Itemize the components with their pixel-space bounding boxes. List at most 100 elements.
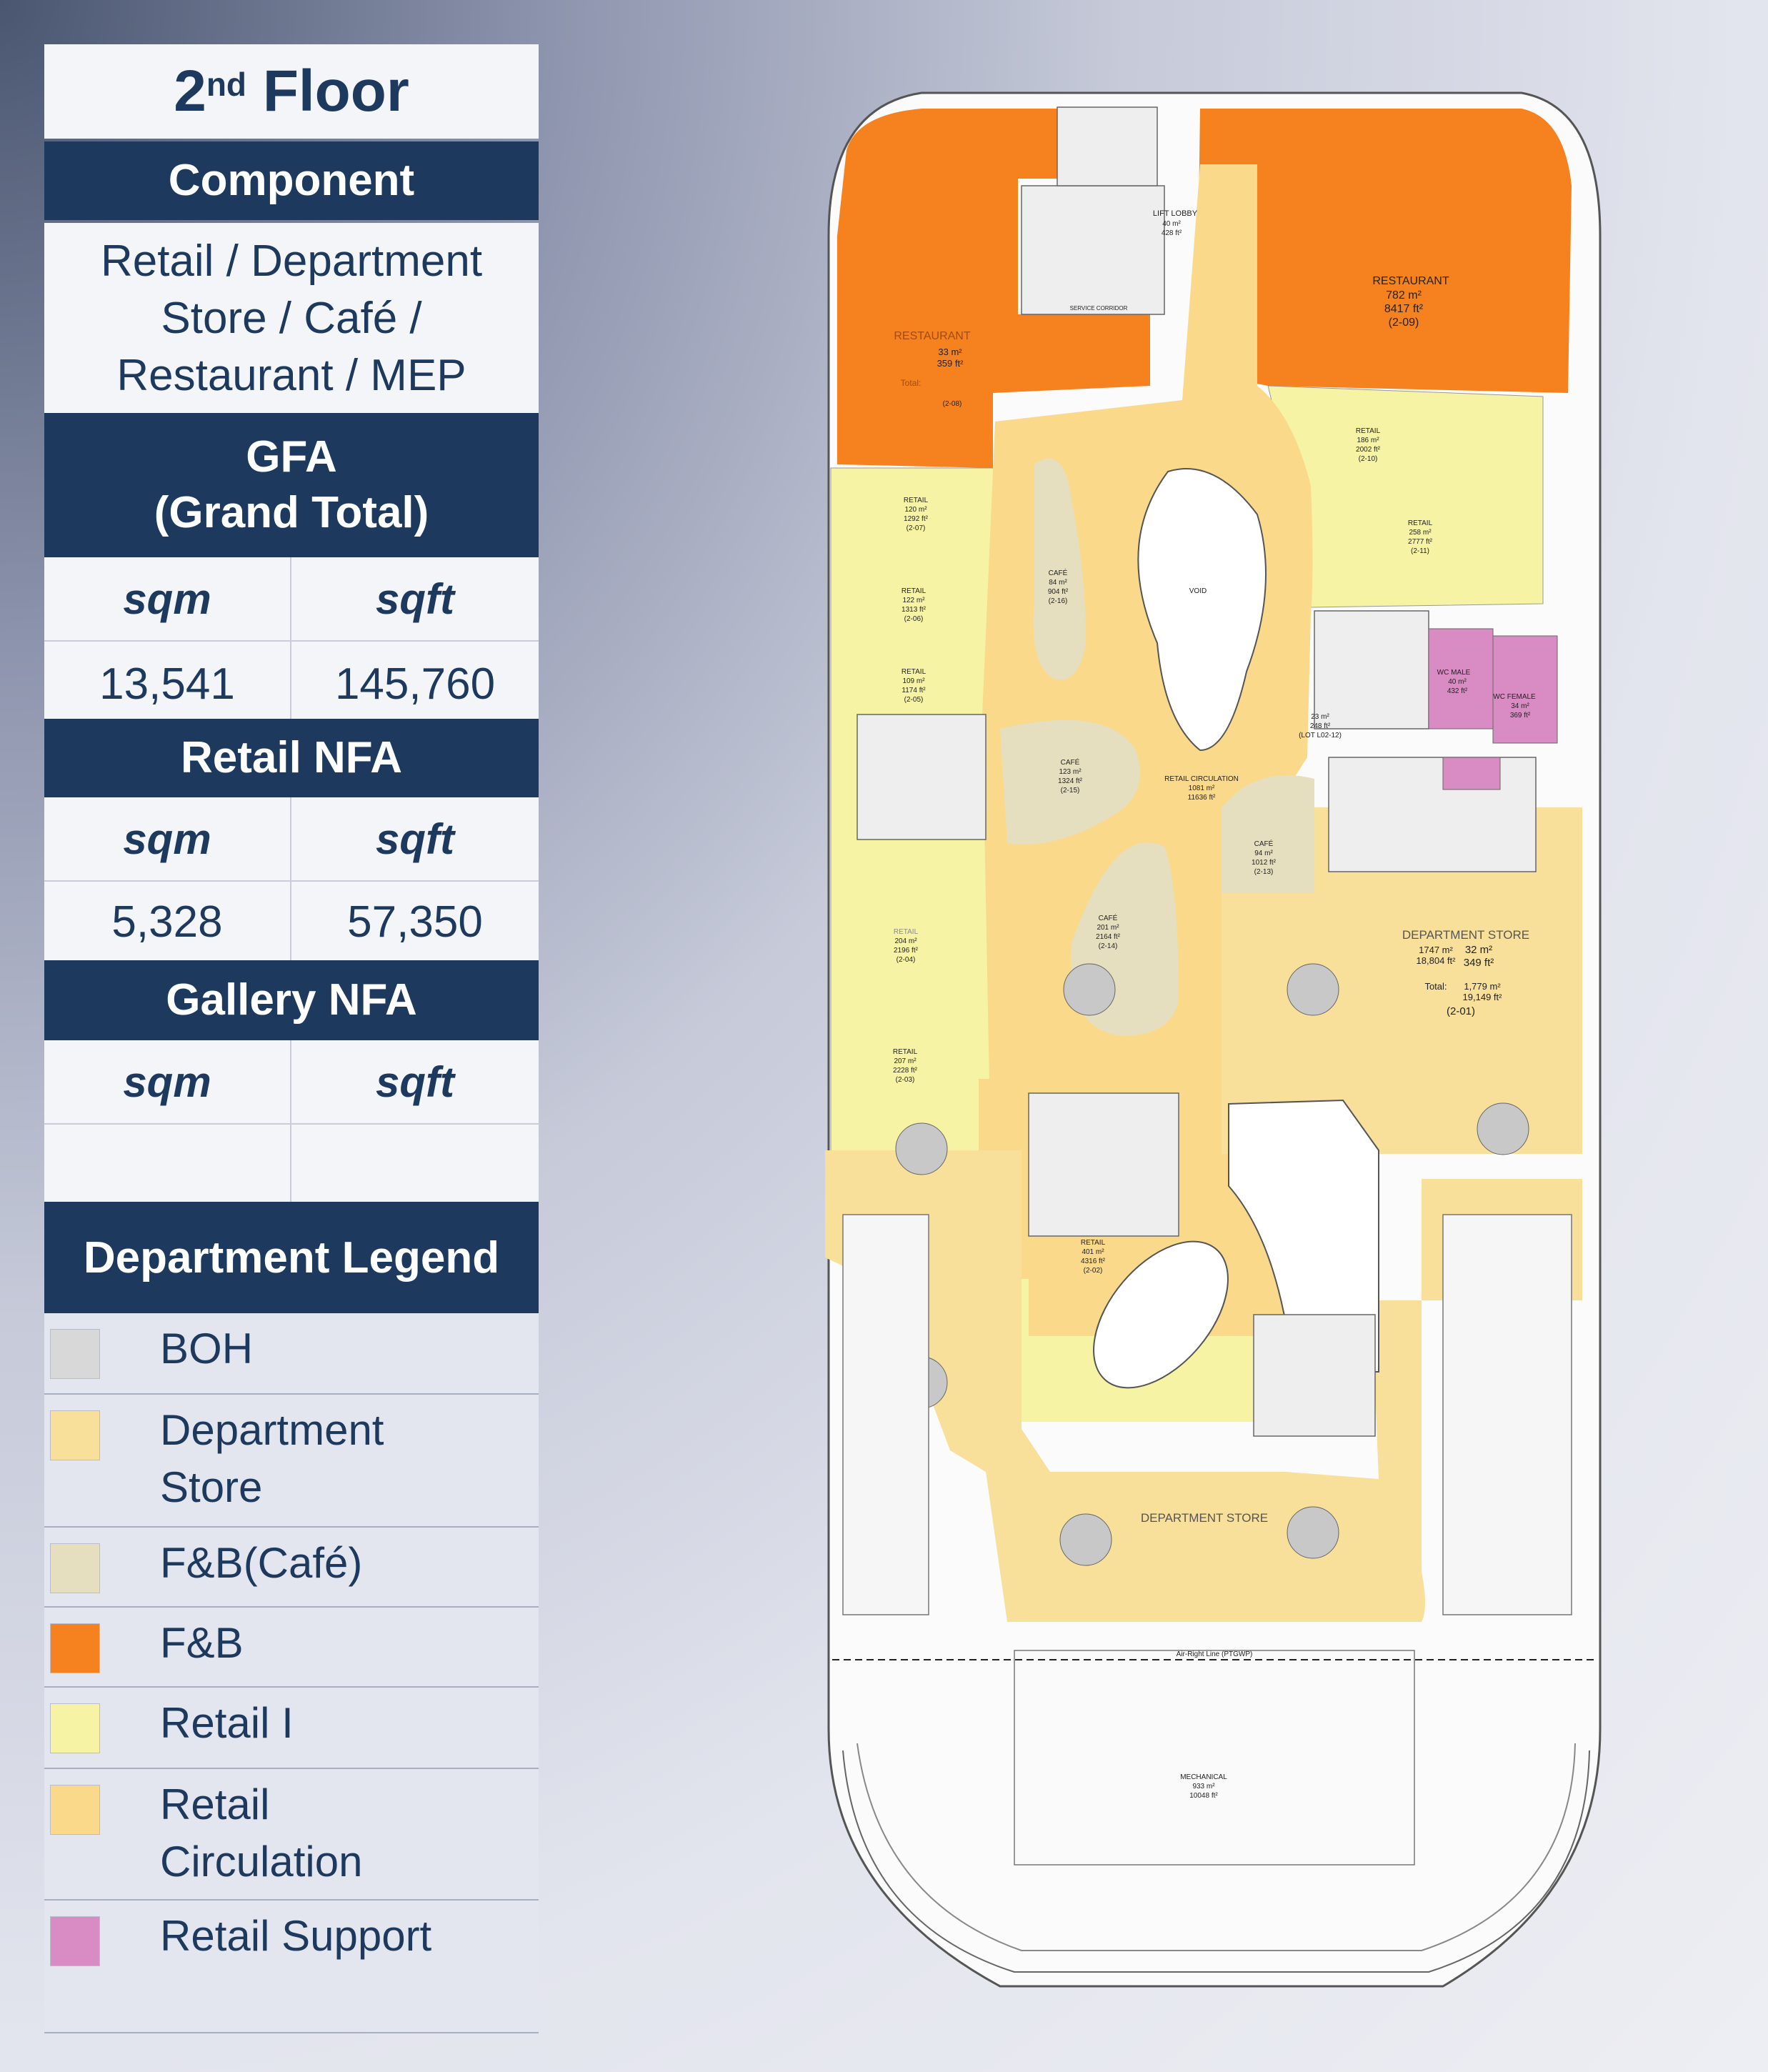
retail-2-10-sqm: 186 m² <box>1357 437 1379 444</box>
component-text: Retail / Department Store / Café / Resta… <box>44 223 539 414</box>
lift-lobby-name: LIFT LOBBY <box>1153 209 1198 218</box>
legend-swatch <box>50 1329 100 1379</box>
wc-female-sqm: 34 m² <box>1511 702 1529 710</box>
retail-2-05-name: RETAIL <box>902 668 927 676</box>
dept-store-east-extra-sqft: 349 ft² <box>1464 957 1494 969</box>
legend-item: Retail I <box>44 1688 539 1769</box>
gallery-nfa-table: sqm sqft <box>44 1040 539 1206</box>
legend-label-line: Store <box>160 1463 263 1511</box>
divider <box>290 1040 291 1206</box>
component-line: Restaurant / MEP <box>116 351 466 400</box>
wc-male-sqm: 40 m² <box>1448 678 1467 686</box>
retail-2-07-name: RETAIL <box>904 497 929 504</box>
legend-label-line: BOH <box>160 1325 254 1373</box>
retail-2-04-sqft: 2196 ft² <box>894 947 919 955</box>
boh-room-west <box>842 1214 929 1615</box>
gfa-sqm-label: sqm <box>123 574 211 623</box>
legend-swatch <box>50 1916 100 1966</box>
column <box>1287 963 1339 1016</box>
mechanical-sqm: 933 m² <box>1192 1783 1215 1790</box>
balcony-arc <box>842 1750 1590 1973</box>
retail-2-11-sqft: 2777 ft² <box>1408 538 1433 546</box>
void-label: VOID <box>1189 587 1207 595</box>
legend-label-line: Retail Support <box>160 1912 432 1960</box>
circulation-sqm: 1081 m² <box>1189 785 1215 792</box>
wc-male <box>1428 628 1494 729</box>
service-corridor-label: SERVICE CORRIDOR <box>1070 305 1128 312</box>
dept-store-east-extra-sqm: 32 m² <box>1465 944 1492 956</box>
dept-store-east-code: (2-01) <box>1447 1005 1475 1017</box>
air-right-line-label: Air-Right Line (PTGWP) <box>1177 1650 1253 1658</box>
gallery-nfa-header: Gallery NFA <box>44 960 539 1040</box>
dept-store-east-name: DEPARTMENT STORE <box>1402 928 1529 942</box>
dept-store-south-name: DEPARTMENT STORE <box>1141 1511 1268 1525</box>
dept-store-east-sqm: 1747 m² <box>1419 945 1453 955</box>
retail-nfa-sqm-value: 5,328 <box>111 897 223 947</box>
retail-nfa-sqm-label: sqm <box>123 815 211 863</box>
restaurant-west <box>837 109 1150 468</box>
restaurant-west-name: RESTAURANT <box>894 330 970 342</box>
retail-2-02-sqft: 4316 ft² <box>1081 1257 1106 1265</box>
legend-item: F&B <box>44 1608 539 1688</box>
legend-label-line: F&B(Café) <box>160 1539 363 1587</box>
core-east-2 <box>1328 757 1537 872</box>
lift-lobby-sqft: 428 ft² <box>1162 229 1182 237</box>
cafe-2-13-sqft: 1012 ft² <box>1252 859 1277 867</box>
retail-2-02-sqm: 401 m² <box>1082 1248 1104 1256</box>
retail-2-05-sqft: 1174 ft² <box>902 687 926 694</box>
restaurant-west-sqft: 359 ft² <box>937 358 964 369</box>
legend-label: Retail I <box>160 1695 294 1752</box>
mechanical-room <box>1014 1650 1415 1866</box>
retail-nfa-sqft-label: sqft <box>376 815 454 863</box>
legend-swatch <box>50 1623 100 1673</box>
retail-2-11-name: RETAIL <box>1408 519 1433 527</box>
legend-label: Retail Support <box>160 1908 431 1965</box>
dept-store-east-sqft: 18,804 ft² <box>1417 955 1457 966</box>
legend-item: Retail Support <box>44 1901 539 2033</box>
column <box>895 1122 948 1175</box>
retail-2-07-sqft: 1292 ft² <box>904 515 929 523</box>
circulation-name: RETAIL CIRCULATION <box>1164 775 1239 783</box>
circulation-sqft: 11636 ft² <box>1188 794 1216 802</box>
wc-female <box>1492 635 1558 744</box>
gallery-nfa-sqm-value <box>44 1125 290 1206</box>
retail-2-03-sqm: 207 m² <box>894 1057 917 1065</box>
wc-male-sqft: 432 ft² <box>1447 687 1468 695</box>
restaurant-west-sqm: 33 m² <box>938 347 962 357</box>
restaurant-east-name: RESTAURANT <box>1372 275 1449 287</box>
restaurant-east-code: (2-09) <box>1389 317 1419 329</box>
retail-2-03-code: (2-03) <box>896 1076 915 1084</box>
dept-store-south <box>825 1150 1582 1622</box>
void-north <box>1137 468 1267 752</box>
column <box>1287 1506 1339 1559</box>
retail-nfa-header: Retail NFA <box>44 719 539 797</box>
floor-word: Floor <box>262 59 409 124</box>
cafe-2-16-name: CAFÉ <box>1049 568 1068 577</box>
core-west <box>856 714 987 840</box>
legend-label-line: Circulation <box>160 1838 363 1886</box>
retail-2-02-code: (2-02) <box>1084 1267 1103 1275</box>
retail-2-11-code: (2-11) <box>1411 547 1429 555</box>
core-north <box>1021 185 1165 315</box>
divider <box>44 640 539 642</box>
boh-room-east <box>1442 1214 1572 1615</box>
retail-2-06-sqm: 122 m² <box>902 597 925 604</box>
gallery-nfa-sqft-value <box>291 1125 539 1206</box>
legend-label-line: F&B <box>160 1619 244 1667</box>
cafe-2-15-sqm: 123 m² <box>1059 768 1082 776</box>
cafe-2-13-name: CAFÉ <box>1254 839 1274 848</box>
gfa-table: sqm sqft 13,541 145,760 <box>44 557 539 726</box>
cafe-2-15-code: (2-15) <box>1061 787 1080 795</box>
legend-swatch <box>50 1785 100 1835</box>
cafe-2-15 <box>1000 719 1140 845</box>
retail-2-11-sqm: 258 m² <box>1409 529 1432 537</box>
gfa-sqm-value: 13,541 <box>99 659 235 709</box>
core-center <box>1028 1092 1179 1237</box>
cafe-2-14-sqft: 2164 ft² <box>1096 933 1121 941</box>
floor-suffix: nd <box>206 66 247 103</box>
floor-number: 2 <box>174 59 206 124</box>
cafe-2-15-name: CAFÉ <box>1061 757 1080 767</box>
